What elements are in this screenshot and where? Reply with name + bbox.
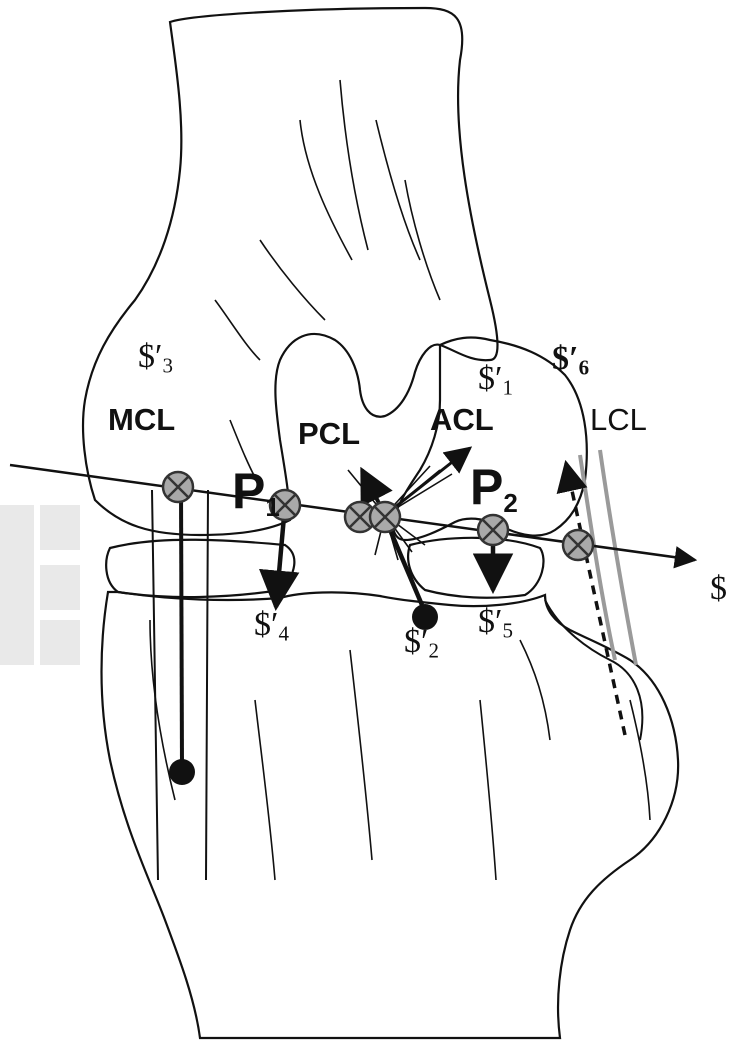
femur-outline [83,8,497,535]
point-label-p2: P2 [470,462,518,516]
joint-marker-p2 [478,515,508,545]
screw-label-6: $′6 [552,342,589,378]
screw-label-3: $′3 [138,340,173,376]
point-label-p1: P1 [232,466,280,520]
lcl-dashed-line [566,463,625,735]
tibia-outline [102,592,679,1038]
mcl-attachment-dot [169,759,195,785]
screw-label-1: $′1 [478,362,513,398]
lateral-meniscus [408,538,543,598]
joint-marker-mcl [163,472,193,502]
joint-marker-acl [370,502,400,532]
screw-label-2: $′2 [404,625,439,661]
tibia-shading [150,620,650,880]
mcl-force-line [181,488,182,768]
watermark-shape [0,505,96,665]
medial-meniscus [106,540,294,597]
screw-label-4: $′4 [254,608,289,644]
pcl-label: PCL [298,418,360,449]
screw-label-5: $′5 [478,605,513,641]
axis-screw-label: $ [710,572,727,606]
mcl-label: MCL [108,404,175,435]
lcl-label: LCL [590,404,647,435]
lcl-band [580,450,636,665]
acl-label: ACL [430,404,494,435]
joint-marker-lcl [563,530,593,560]
